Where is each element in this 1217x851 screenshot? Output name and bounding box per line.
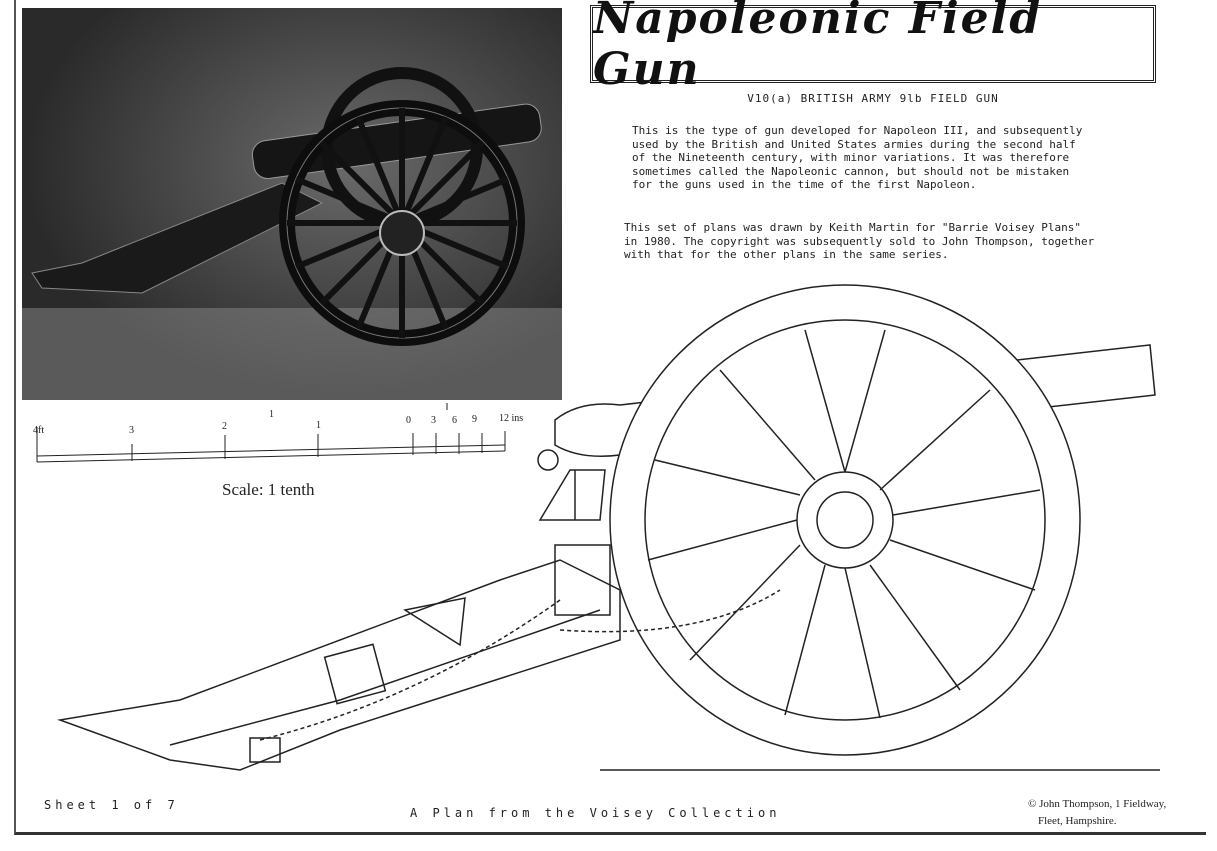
- description-paragraph: This is the type of gun developed for Na…: [632, 124, 1083, 191]
- scale-tick: 12 ins: [499, 413, 524, 424]
- scale-tick: 9: [472, 414, 477, 425]
- scale-tick: 3: [431, 415, 436, 426]
- subtitle: V10(a) BRITISH ARMY 9lb FIELD GUN: [747, 92, 999, 105]
- title-box: Napoleonic Field Gun: [590, 0, 1156, 95]
- scale-tick: 4ft: [33, 425, 45, 436]
- copyright-line: © John Thompson, 1 Fieldway,: [1028, 798, 1167, 810]
- copyright-line: Fleet, Hampshire.: [1038, 815, 1117, 827]
- scale-tick: 2: [222, 421, 227, 432]
- scale-label: Scale: 1 tenth: [222, 480, 315, 499]
- credits-paragraph: This set of plans was drawn by Keith Mar…: [624, 221, 1095, 261]
- collection-label: A Plan from the Voisey Collection: [410, 806, 781, 820]
- scale-tick: 6: [452, 415, 457, 426]
- page-frame: [14, 0, 1206, 835]
- scale-mark: 1: [269, 409, 274, 420]
- page-title: Napoleonic Field Gun: [593, 0, 1043, 95]
- cannon-photo: [22, 8, 562, 400]
- copyright-notice: © John Thompson, 1 Fieldway, Fleet, Hamp…: [1028, 796, 1166, 830]
- sheet-number: Sheet 1 of 7: [44, 798, 179, 812]
- scale-tick: 1: [316, 420, 321, 431]
- scale-tick: 3: [129, 425, 134, 436]
- scale-tick: 0: [406, 415, 411, 426]
